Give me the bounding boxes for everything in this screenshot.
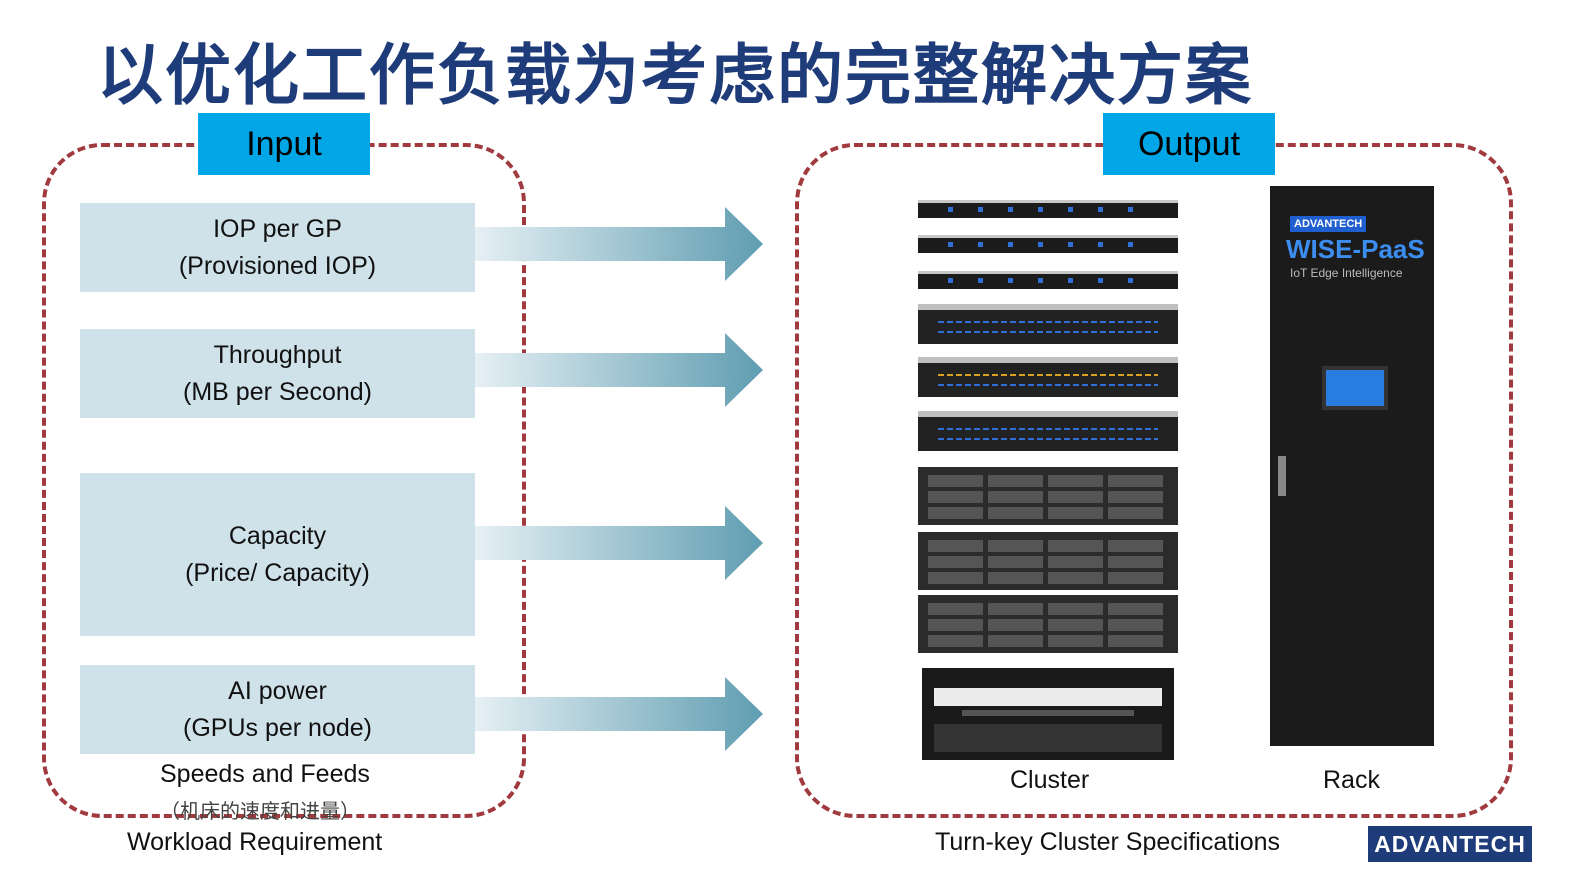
- input-item-iop: IOP per GP (Provisioned IOP): [80, 203, 475, 292]
- speeds-and-feeds-label: Speeds and Feeds: [160, 760, 370, 788]
- speeds-and-feeds-sublabel: （机床的速度和进量）: [160, 799, 360, 823]
- server-2u-icon: [918, 357, 1178, 397]
- workload-requirement-caption: Workload Requirement: [127, 828, 383, 856]
- input-item-sublabel: (Price/ Capacity): [185, 558, 370, 587]
- rack-tagline: IoT Edge Intelligence: [1290, 266, 1403, 280]
- input-item-sublabel: (MB per Second): [183, 377, 372, 406]
- output-header: Output: [1103, 113, 1275, 175]
- input-item-label: IOP per GP: [213, 214, 342, 243]
- cluster-label: Cluster: [1010, 766, 1090, 794]
- input-header: Input: [198, 113, 370, 175]
- turnkey-cluster-caption: Turn-key Cluster Specifications: [935, 828, 1281, 856]
- page-title: 以优化工作负载为考虑的完整解决方案: [97, 38, 1253, 112]
- rack-brand: ADVANTECH: [1290, 216, 1367, 232]
- rack-cabinet: ADVANTECH WISE-PaaS IoT Edge Intelligenc…: [1270, 186, 1434, 746]
- input-item-throughput: Throughput (MB per Second): [80, 329, 475, 418]
- advantech-logo: ADVANTECH: [1368, 826, 1532, 862]
- server-3u-icon: [918, 595, 1178, 653]
- input-item-ai-power: AI power (GPUs per node): [80, 665, 475, 754]
- server-2u-icon: [918, 304, 1178, 344]
- server-3u-icon: [918, 467, 1178, 525]
- server-1u-icon: [918, 200, 1178, 218]
- input-item-label: Capacity: [228, 521, 327, 550]
- input-item-label: AI power: [228, 676, 327, 705]
- input-item-sublabel: (GPUs per node): [183, 713, 372, 742]
- arrow-right-icon: [475, 677, 763, 751]
- arrow-right-icon: [475, 333, 763, 407]
- input-item-label: Throughput: [213, 340, 342, 369]
- rack-handle-icon: [1278, 456, 1286, 496]
- input-item-sublabel: (Provisioned IOP): [178, 251, 377, 280]
- input-item-capacity: Capacity (Price/ Capacity): [80, 473, 475, 636]
- rack-touch-screen: [1322, 366, 1388, 410]
- rack-label: Rack: [1323, 766, 1380, 794]
- gpu-server-icon: [922, 668, 1174, 760]
- server-2u-icon: [918, 411, 1178, 451]
- server-3u-icon: [918, 532, 1178, 590]
- server-1u-icon: [918, 235, 1178, 253]
- arrow-right-icon: [475, 207, 763, 281]
- arrow-right-icon: [475, 506, 763, 580]
- server-1u-icon: [918, 271, 1178, 289]
- rack-product: WISE-PaaS: [1286, 234, 1425, 264]
